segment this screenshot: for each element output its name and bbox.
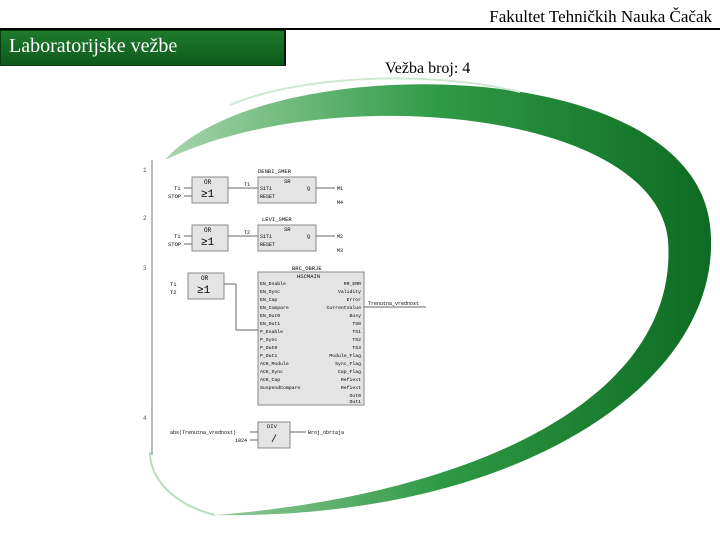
diagram-label: EN_Compare xyxy=(260,305,289,311)
diagram-label: OR xyxy=(204,179,212,186)
diagram-label: TS0 xyxy=(352,321,361,327)
diagram-label: T1 xyxy=(244,182,250,188)
diagram-label: Module_Flag xyxy=(329,353,361,359)
diagram-label: abs(Trenutna_vrednost) xyxy=(170,430,236,436)
diagram-label: EN_Cap xyxy=(260,297,277,303)
diagram-label: T2 xyxy=(244,230,250,236)
diagram-label: DIV xyxy=(267,423,278,430)
div-block: DIV / abs(Trenutna_vrednost) 1024 Broj_o… xyxy=(170,421,344,449)
diagram-label: EN_Enable xyxy=(260,281,286,287)
diagram-label: T1 xyxy=(174,185,181,192)
diagram-label: DENBI_SMER xyxy=(258,168,292,175)
network-number: 2 xyxy=(143,215,147,222)
diagram-label: STOP xyxy=(168,193,181,200)
diagram-label: SR xyxy=(284,178,291,185)
diagram-label: S1T1 xyxy=(260,186,272,192)
diagram-label: P_Enable xyxy=(260,329,283,335)
exercise-number: Vežba broj: 4 xyxy=(385,60,471,77)
diagram-label: Busy xyxy=(349,313,361,319)
diagram-label: Trenutna_vrednost xyxy=(368,301,419,307)
diagram-label: M2 xyxy=(337,234,343,240)
header-rule xyxy=(0,28,720,30)
network-number: 4 xyxy=(143,415,147,422)
diagram-label: RESET xyxy=(260,194,275,200)
sr-block-2: LEVI_SMER SR S1T1 RESET Q M2 M3 xyxy=(257,216,343,254)
diagram-label: T2 xyxy=(170,289,177,296)
diagram-label: ACK_Sync xyxy=(260,369,283,375)
diagram-label: T1 xyxy=(170,281,177,288)
plc-fbd-diagram: 1 2 3 4 OR ≥1 T1 STOP T1 DENBI_SMER SR S… xyxy=(143,160,426,455)
diagram-label: SR xyxy=(284,226,291,233)
diagram-label: S1T1 xyxy=(260,234,272,240)
diagram-label: CurrentValue xyxy=(326,305,361,311)
diagram-label: ≥1 xyxy=(197,285,211,297)
or-block-1: OR ≥1 T1 STOP T1 xyxy=(168,176,258,204)
diagram-label: BRC_OBRJE xyxy=(292,265,322,272)
diagram-label: EN_Out0 xyxy=(260,313,280,319)
diagram-label: M3 xyxy=(337,248,343,254)
diagram-label: LEVI_SMER xyxy=(262,216,292,223)
diagram-label: TS1 xyxy=(352,329,361,335)
diagram-label: 1024 xyxy=(235,438,247,444)
diagram-label: Out0 xyxy=(349,393,361,399)
section-label: Laboratorijske vežbe xyxy=(0,30,286,66)
diagram-label: Validity xyxy=(338,289,361,295)
diagram-label: TS3 xyxy=(352,345,361,351)
diagram-label: Broj_obrtaja xyxy=(308,430,344,436)
diagram-label: M4 xyxy=(337,200,343,206)
swoosh-tail xyxy=(149,451,216,516)
network-number: 3 xyxy=(143,265,147,272)
swoosh-band xyxy=(165,84,712,516)
network-number: 1 xyxy=(143,167,147,174)
diagram-label: Out1 xyxy=(349,399,361,405)
diagram-label: TS2 xyxy=(352,337,361,343)
diagram-label: RESET xyxy=(260,242,275,248)
diagram-label: P_Out0 xyxy=(260,345,277,351)
or-block-2: OR ≥1 T1 STOP T2 xyxy=(168,224,258,252)
diagram-label: Refiext xyxy=(341,385,361,391)
hsc-counter-block: BRC_OBRJE HSCMAIN EN_Enable EN_Sync EN_C… xyxy=(257,265,426,406)
diagram-label: P_Out1 xyxy=(260,353,277,359)
diagram-label: OR xyxy=(201,275,209,282)
diagram-label: Refiext xyxy=(341,377,361,383)
diagram-label: Error xyxy=(347,297,362,303)
diagram-label: STOP xyxy=(168,241,181,248)
diagram-label: Q xyxy=(307,234,310,240)
sr-block-1: DENBI_SMER SR S1T1 RESET Q M1 M4 xyxy=(257,168,343,206)
or-block-3: OR ≥1 T1 T2 xyxy=(170,272,258,331)
diagram-label: ≥1 xyxy=(201,189,215,201)
swoosh-inner xyxy=(229,77,521,106)
institution-title: Fakultet Tehničkih Nauka Čačak xyxy=(489,7,712,26)
diagram-label: ACK_Module xyxy=(260,361,289,367)
diagram-label: ≥1 xyxy=(201,237,215,249)
diagram-label: ACK_Cap xyxy=(260,377,280,383)
diagram-label: EN_Out1 xyxy=(260,321,280,327)
diagram-label: OR xyxy=(204,227,212,234)
diagram-label: SuspendCompare xyxy=(260,385,300,391)
diagram-label: T1 xyxy=(174,233,181,240)
diagram-label: M1 xyxy=(337,186,343,192)
diagram-label: HSCMAIN xyxy=(297,273,320,280)
diagram-label: Q xyxy=(307,186,310,192)
diagram-label: / xyxy=(271,434,277,446)
diagram-label: Cap_Flag xyxy=(338,369,361,375)
diagram-label: RR_ERR xyxy=(344,281,361,287)
diagram-label: P_Sync xyxy=(260,337,277,343)
diagram-label: Sync_Flag xyxy=(335,361,361,367)
diagram-label: EN_Sync xyxy=(260,289,280,295)
